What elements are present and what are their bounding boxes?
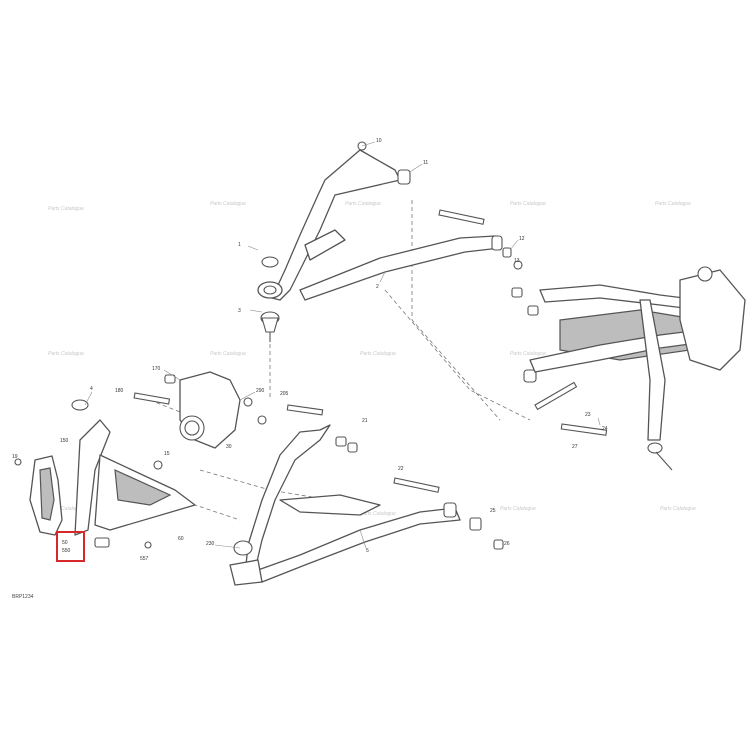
svg-text:23: 23 — [585, 412, 591, 418]
watermarks: Parts Catalogue Parts Catalogue Parts Ca… — [48, 201, 696, 517]
svg-text:60: 60 — [178, 536, 184, 542]
svg-text:27: 27 — [572, 444, 578, 450]
svg-text:150: 150 — [60, 438, 69, 444]
svg-text:2: 2 — [376, 284, 379, 290]
svg-text:5: 5 — [366, 548, 369, 554]
svg-text:205: 205 — [280, 391, 289, 397]
svg-text:557: 557 — [140, 556, 149, 562]
watermark: Parts Catalogue — [345, 201, 381, 207]
svg-text:11: 11 — [423, 160, 428, 166]
lower-hardware — [286, 404, 504, 550]
steering-knuckle — [133, 371, 267, 449]
callout-numbers: 10 11 1 2 12 13 3 170 290 180 4 150 19 1… — [12, 138, 608, 562]
watermark: Parts Catalogue — [510, 201, 546, 207]
svg-text:22: 22 — [398, 466, 404, 472]
lower-a-arm — [229, 424, 461, 586]
upper-a-arm — [257, 149, 503, 301]
assembled-suspension-corner — [529, 266, 746, 471]
tie-rod-link — [534, 381, 608, 436]
upper-ball-joint — [260, 256, 280, 342]
svg-text:50: 50 — [62, 540, 68, 546]
leader-lines — [84, 141, 601, 549]
svg-text:12: 12 — [519, 236, 525, 242]
watermark: Parts Catalogue — [210, 351, 246, 357]
svg-text:15: 15 — [164, 451, 170, 457]
svg-text:21: 21 — [362, 418, 368, 424]
watermark: Parts Catalogue — [655, 201, 691, 207]
svg-text:24: 24 — [602, 426, 608, 432]
diagram-code: BRP1234 — [12, 594, 34, 600]
watermark: Parts Catalogue — [360, 351, 396, 357]
svg-text:170: 170 — [152, 366, 161, 372]
svg-text:230: 230 — [206, 541, 215, 547]
svg-text:550: 550 — [62, 548, 71, 554]
svg-text:4: 4 — [90, 386, 93, 392]
skid-guard-assembly — [14, 399, 196, 549]
upper-hardware — [357, 141, 539, 383]
watermark: Parts Catalogue — [48, 206, 84, 212]
watermark: Parts Catalogue — [500, 506, 536, 512]
svg-text:26: 26 — [504, 541, 510, 547]
watermark: Parts Catalogue — [48, 506, 84, 512]
watermark: Parts Catalogue — [510, 351, 546, 357]
svg-text:30: 30 — [226, 444, 232, 450]
watermark: Parts Catalogue — [210, 201, 246, 207]
svg-text:25: 25 — [490, 508, 496, 514]
svg-text:180: 180 — [115, 388, 124, 394]
svg-text:290: 290 — [256, 388, 265, 394]
svg-text:3: 3 — [238, 308, 241, 314]
watermark: Parts Catalogue — [48, 351, 84, 357]
watermark: Parts Catalogue — [660, 506, 696, 512]
watermark: Parts Catalogue — [360, 511, 396, 517]
highlighted-part-callout — [56, 531, 85, 562]
svg-text:10: 10 — [376, 138, 382, 144]
svg-text:19: 19 — [12, 454, 18, 460]
svg-text:1: 1 — [238, 242, 241, 248]
svg-text:13: 13 — [514, 258, 520, 264]
